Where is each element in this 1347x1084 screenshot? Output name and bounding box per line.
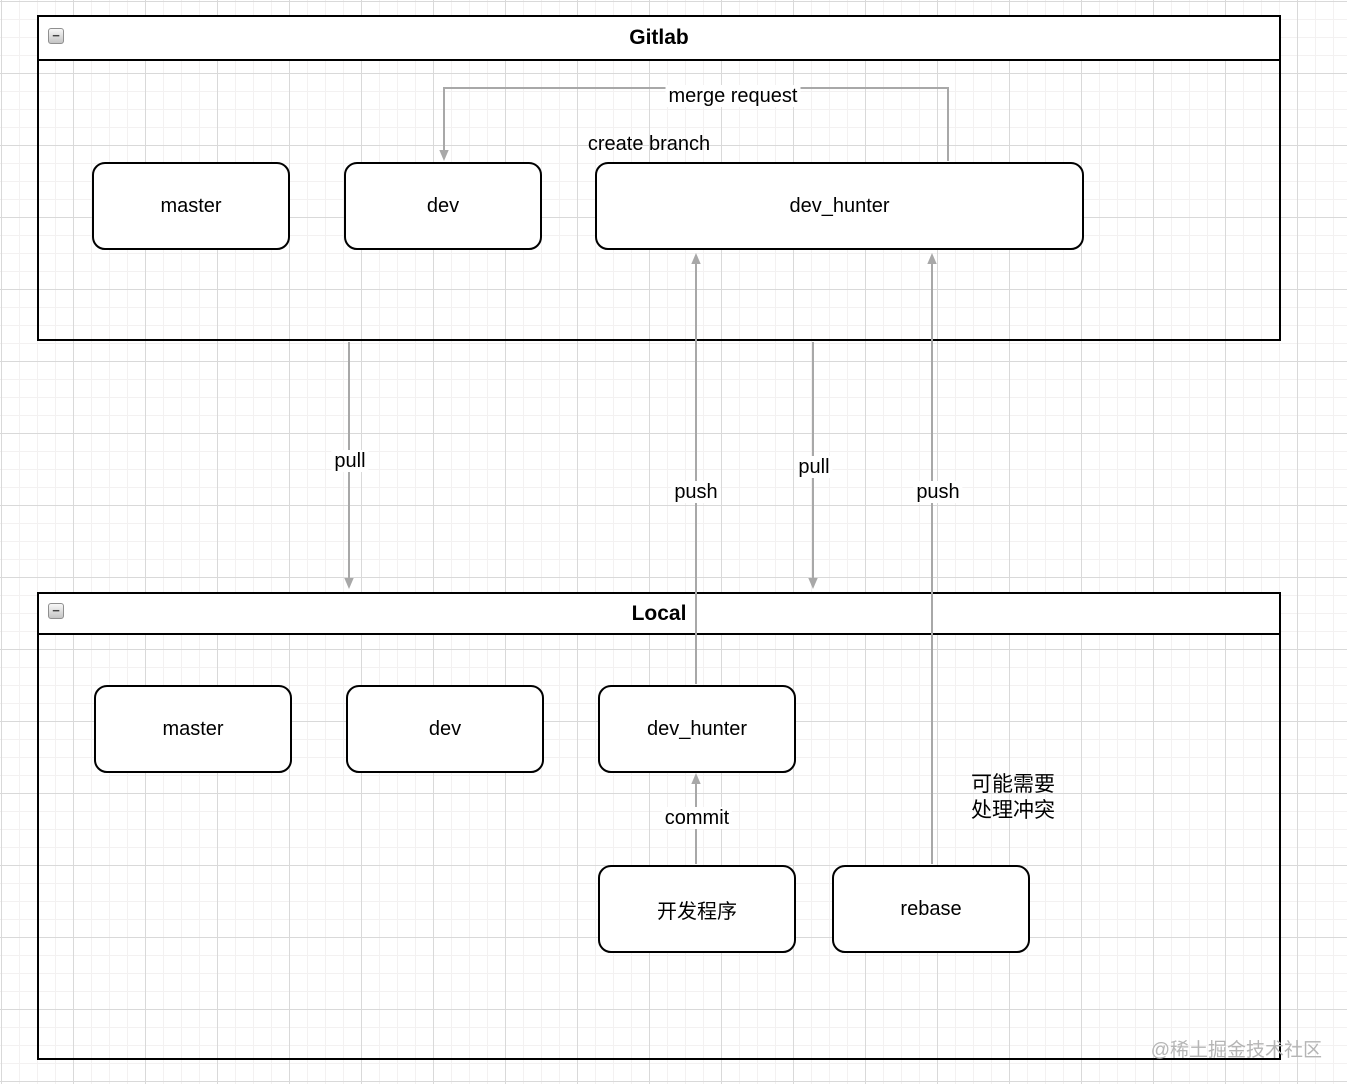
local-title: Local — [631, 602, 687, 625]
push-right-label: push — [913, 481, 963, 503]
merge-request-label: merge request — [665, 85, 801, 107]
collapse-minus-icon: − — [52, 603, 60, 618]
node-label: master — [160, 194, 222, 217]
push-left-label: push — [671, 481, 721, 503]
node-label: 开发程序 — [657, 900, 737, 923]
collapse-button[interactable]: − — [48, 603, 64, 619]
node-label: dev — [426, 194, 460, 217]
watermark: @稀土掘金技术社区 — [1150, 1040, 1322, 1061]
local-container[interactable]: Local − master dev dev_hunter 开发程序 rebas… — [37, 592, 1281, 1060]
node-label: rebase — [900, 897, 962, 920]
node-gitlab-dev-hunter[interactable]: dev_hunter — [595, 162, 1084, 250]
gitlab-titlebar: Gitlab — [39, 17, 1279, 61]
collapse-minus-icon: − — [52, 28, 60, 43]
node-label: dev_hunter — [789, 194, 890, 217]
gitlab-title: Gitlab — [629, 26, 689, 49]
pull-left-label: pull — [331, 450, 369, 472]
local-titlebar: Local — [39, 594, 1279, 635]
commit-label: commit — [661, 807, 733, 829]
node-local-dev[interactable]: dev — [346, 685, 544, 773]
conflict-note: 可能需要 处理冲突 — [971, 773, 1055, 822]
pull-middle-label: pull — [795, 456, 833, 478]
node-rebase[interactable]: rebase — [832, 865, 1030, 953]
node-label: master — [162, 717, 224, 740]
node-gitlab-master[interactable]: master — [92, 162, 290, 250]
create-branch-label: create branch — [587, 133, 711, 155]
node-local-master[interactable]: master — [94, 685, 292, 773]
node-local-dev-hunter[interactable]: dev_hunter — [598, 685, 796, 773]
node-label: dev — [428, 717, 462, 740]
node-gitlab-dev[interactable]: dev — [344, 162, 542, 250]
node-develop-program[interactable]: 开发程序 — [598, 865, 796, 953]
gitlab-container[interactable]: Gitlab − master dev dev_hunter — [37, 15, 1281, 341]
collapse-button[interactable]: − — [48, 28, 64, 44]
node-label: dev_hunter — [646, 717, 748, 740]
